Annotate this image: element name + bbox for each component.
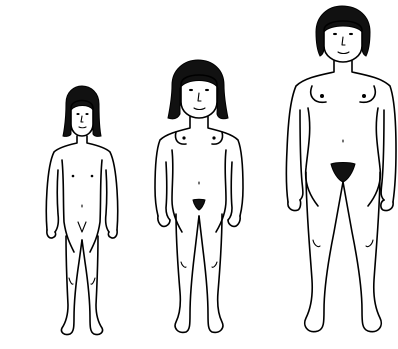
- figure-medium: [155, 60, 243, 332]
- figure-small: [46, 86, 118, 335]
- figure-large: [286, 6, 396, 332]
